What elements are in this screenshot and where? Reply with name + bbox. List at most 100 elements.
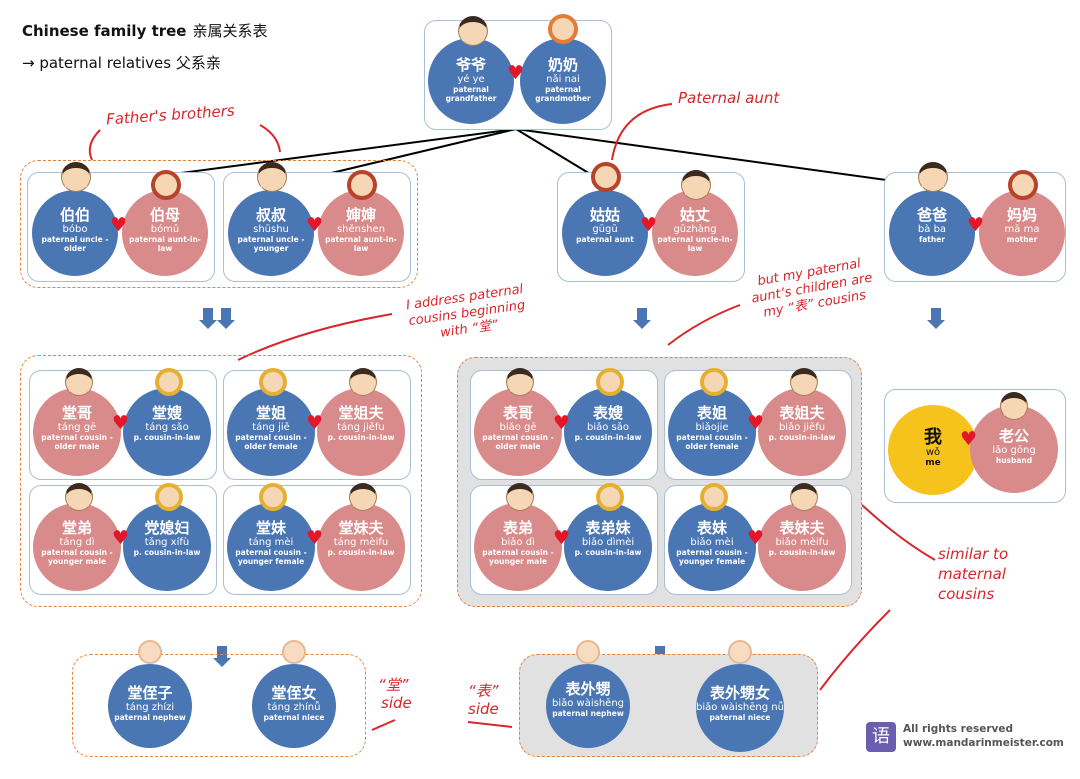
title-en: Chinese family tree — [22, 22, 187, 40]
grandfather-en: paternal grandfather — [445, 85, 497, 103]
biao-cousin-2-right-node-pinyin: biǎo dìmèi — [581, 537, 635, 548]
tang-cousin-1-left-node-english: paternal cousin -older female — [235, 433, 307, 451]
parents-right-node-pinyin: mā ma — [1004, 224, 1040, 235]
tang-cousin-3-left-node-chinese: 堂妹 — [255, 519, 286, 537]
biao-cousin-0-right-node-english: p. cousin-in-law — [574, 433, 642, 442]
copyright: All rights reserved www.mandarinmeister.… — [903, 722, 1064, 750]
tang-cousins-group — [20, 355, 422, 607]
older-uncle-left-node-english: paternal uncle -older — [41, 235, 109, 253]
biao-cousin-0-left-node-english: paternal cousin -older male — [482, 433, 554, 451]
paternal-aunt-left-node-chinese: 姑姑 — [589, 206, 620, 224]
biao-cousin-3-right-node-chinese: 表妹夫 — [779, 519, 825, 537]
man-face-icon — [65, 368, 93, 396]
tang-cousin-0-left-node-pinyin: táng gē — [57, 422, 97, 433]
parents-right-node-english: mother — [1006, 235, 1038, 244]
biao-niece-node-english: paternal niece — [709, 713, 771, 722]
woman-face-icon — [151, 170, 181, 200]
woman-face-icon — [700, 368, 728, 396]
man-face-icon — [918, 162, 948, 192]
biao-cousin-0-right-node-chinese: 表嫂 — [592, 404, 623, 422]
biao-cousin-1-right-node-chinese: 表姐夫 — [779, 404, 825, 422]
parents-left-node-english: father — [918, 235, 946, 244]
page-title: Chinese family tree 亲属关系表 — [22, 20, 268, 41]
man-face-icon — [506, 368, 534, 396]
tang-cousin-1-left-node-chinese: 堂姐 — [255, 404, 286, 422]
grandmother-pinyin: nǎi nai — [546, 74, 580, 85]
title-zh: 亲属关系表 — [192, 22, 268, 40]
biao-niece-node-pinyin: biǎo wàishēng nǚ — [696, 702, 784, 713]
biao-cousin-3-right-node-pinyin: biǎo mèifu — [775, 537, 829, 548]
tang-cousin-2-left-node-english: paternal cousin -younger male — [41, 548, 113, 566]
man-face-icon — [681, 170, 711, 200]
biao-cousin-3-right-node-english: p. cousin-in-law — [768, 548, 836, 557]
woman-face-icon — [259, 368, 287, 396]
grandfather-zh: 爷爷 — [455, 56, 486, 74]
younger-uncle-right-node-chinese: 婶婶 — [345, 206, 376, 224]
tang-niece-node-english: paternal niece — [263, 713, 325, 722]
grandmother-face-icon — [548, 14, 578, 44]
fathers-brothers-group — [20, 160, 418, 288]
biao-cousin-2-right-node-chinese: 表弟妹 — [585, 519, 631, 537]
note-biao-side-1: “表” — [468, 682, 499, 700]
copyright-website[interactable]: www.mandarinmeister.com — [903, 737, 1064, 749]
biao-cousin-1-left-node-english: paternal cousin -older female — [676, 433, 748, 451]
man-face-icon — [1000, 392, 1028, 420]
tang-cousin-0-right-node-english: p. cousin-in-law — [133, 433, 201, 442]
note-tang-side-1: “堂” — [378, 676, 409, 694]
note-paternal-aunt: Paternal aunt — [678, 89, 780, 107]
down-arrow-icon — [633, 308, 651, 329]
grandfather-node: 爷爷 yé ye paternal grandfather — [428, 38, 514, 124]
younger-uncle-left-node-english: paternal uncle -younger — [237, 235, 305, 253]
down-arrow-icon — [199, 308, 217, 329]
heart-icon: ♥ — [112, 527, 130, 549]
tang-cousin-2-right-node-english: p. cousin-in-law — [133, 548, 201, 557]
tang-cousin-2-left-node-chinese: 堂弟 — [61, 519, 92, 537]
biao-cousin-2-right-node-english: p. cousin-in-law — [574, 548, 642, 557]
biao-cousin-1-left-node-pinyin: biǎojie — [695, 422, 729, 433]
tang-cousin-1-right-node-english: p. cousin-in-law — [327, 433, 395, 442]
paternal-aunt-right-node-chinese: 姑丈 — [679, 206, 710, 224]
tang-cousin-3-right-node-pinyin: táng mèifu — [333, 537, 389, 548]
grandmother-zh: 奶奶 — [547, 56, 578, 74]
baby-face-icon — [138, 640, 162, 664]
down-arrow-icon — [217, 308, 235, 329]
woman-face-icon — [596, 368, 624, 396]
paternal-aunt-right-node-english: paternal uncle-in-law — [657, 235, 733, 253]
tang-cousin-3-right-node-english: p. cousin-in-law — [327, 548, 395, 557]
heart-icon: ♥ — [507, 62, 525, 84]
heart-icon: ♥ — [306, 527, 324, 549]
husband-node-pinyin: lǎo gōng — [992, 445, 1036, 456]
me-node-chinese: 我 — [924, 427, 942, 448]
parents-left-node-pinyin: bà ba — [917, 224, 947, 235]
heart-icon: ♥ — [306, 412, 324, 434]
younger-uncle-right-node-pinyin: shěnshen — [336, 224, 386, 235]
biao-cousin-1-right-node-english: p. cousin-in-law — [768, 433, 836, 442]
tang-cousin-0-left-node-chinese: 堂哥 — [61, 404, 92, 422]
copyright-line1: All rights reserved — [903, 723, 1014, 735]
heart-icon: ♥ — [640, 214, 658, 236]
biao-cousin-3-left-node-english: paternal cousin -younger female — [676, 548, 748, 566]
heart-icon: ♥ — [747, 412, 765, 434]
tang-children-group — [72, 654, 366, 757]
older-uncle-right-node-english: paternal aunt-in-law — [129, 235, 201, 253]
heart-icon: ♥ — [967, 214, 985, 236]
biao-nephew-node-pinyin: biǎo wàishēng — [551, 698, 625, 709]
woman-face-icon — [155, 483, 183, 511]
younger-uncle-right-node-english: paternal aunt-in-law — [325, 235, 397, 253]
